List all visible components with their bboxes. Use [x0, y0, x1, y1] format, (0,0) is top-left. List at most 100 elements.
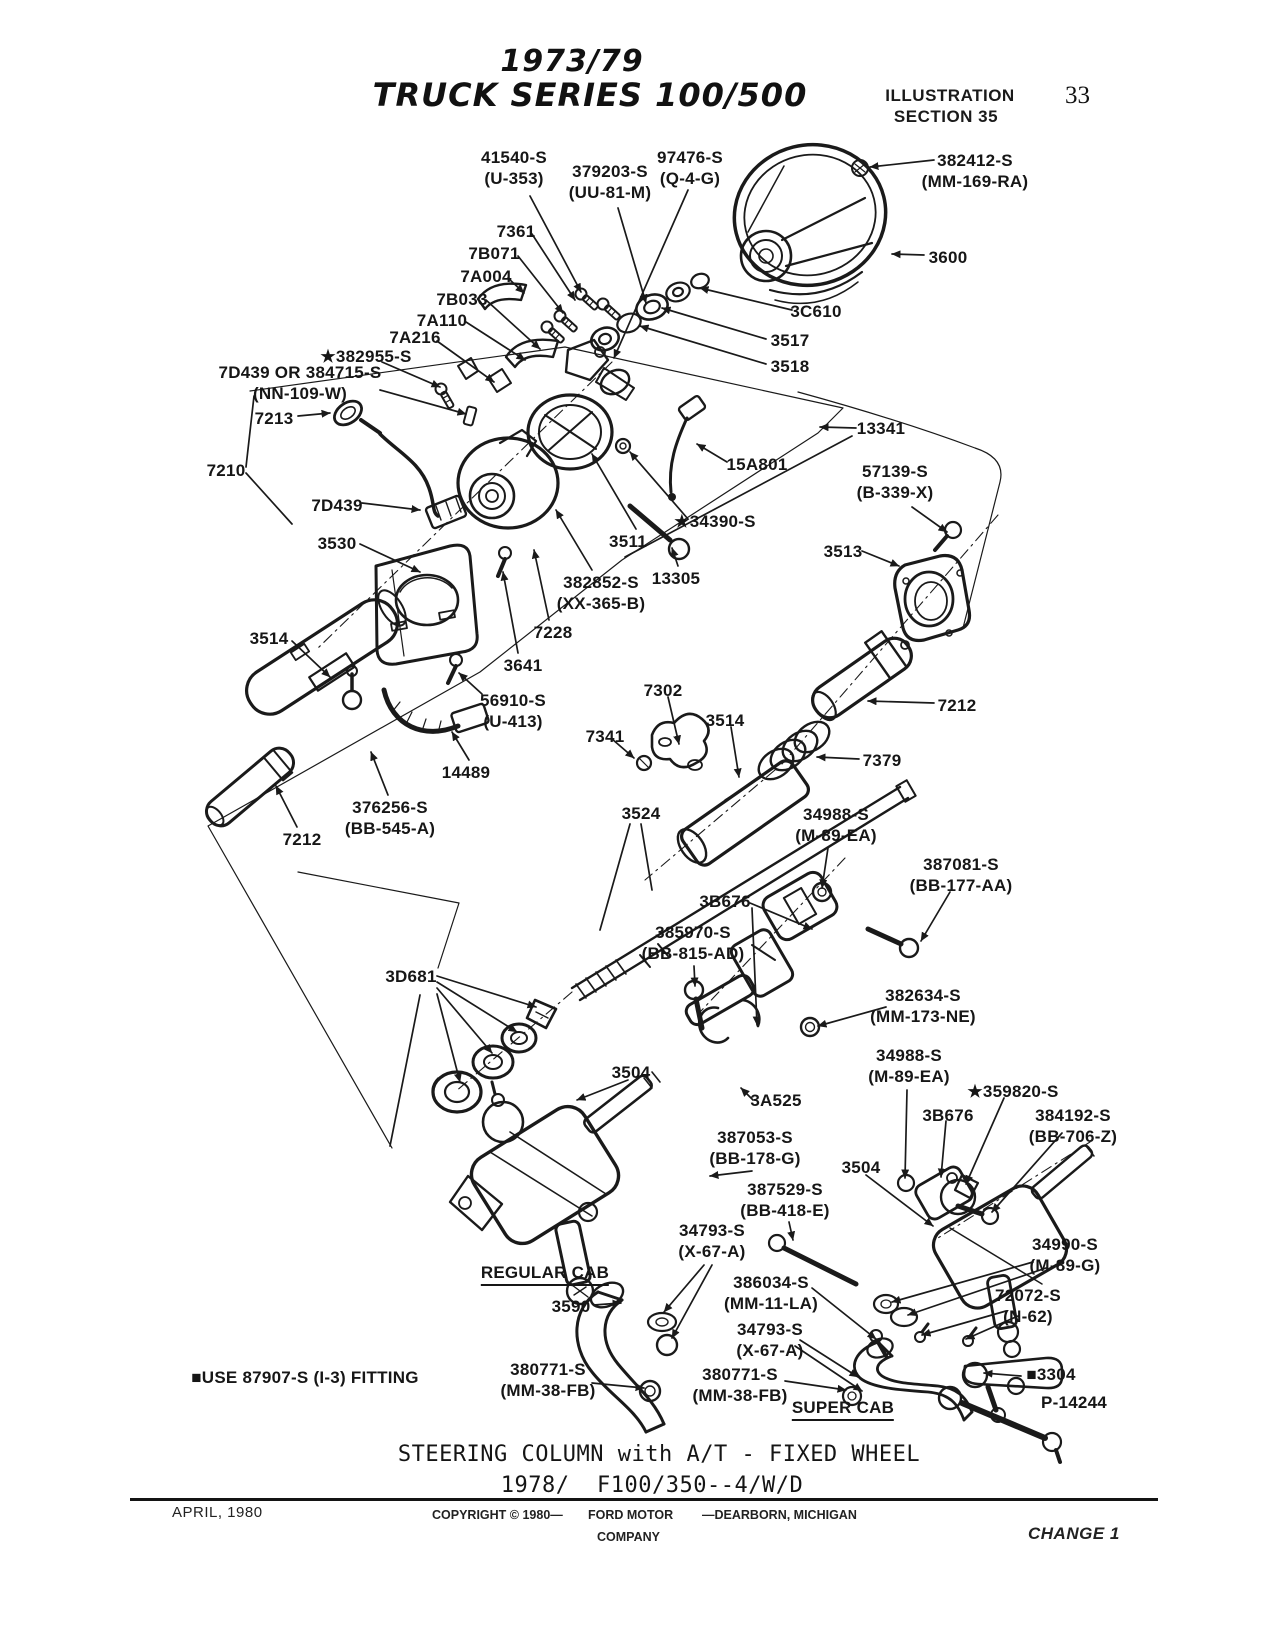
part-number: 7213: [254, 409, 294, 428]
part-label: 7361: [497, 221, 536, 242]
part-label: ■USE 87907-S (I-3) FITTING: [191, 1367, 418, 1388]
part-label: 13305: [652, 568, 701, 589]
column-tubes-left: [204, 589, 490, 828]
part-number: 376256-S: [352, 798, 428, 817]
part-basic-number: (BB-706-Z): [1028, 1127, 1118, 1147]
steering-gear-right: [767, 1144, 1095, 1464]
part-label: 3518: [771, 356, 810, 377]
part-label: 7212: [283, 829, 322, 850]
part-number: 382634-S: [885, 986, 961, 1005]
part-label: 41540-S(U-353): [481, 147, 547, 190]
part-label: 3C610: [790, 301, 841, 322]
part-number: 7302: [643, 681, 683, 700]
part-label: 380771-S(MM-38-FB): [692, 1364, 787, 1407]
part-basic-number: (M-89-EA): [795, 826, 877, 846]
section-label-line2: SECTION 35: [893, 107, 999, 126]
column-housing: [446, 393, 614, 685]
part-number: 7210: [206, 461, 246, 480]
part-number: 3524: [621, 804, 661, 823]
part-basic-number: (M-89-EA): [868, 1067, 950, 1087]
part-label: 376256-S (BB-545-A): [345, 797, 435, 840]
part-label: 3517: [771, 330, 810, 351]
part-number: 385970-S: [655, 923, 731, 942]
part-basic-number: (U-353): [484, 169, 544, 189]
part-label: 387081-S(BB-177-AA): [910, 854, 1013, 897]
part-number: 13305: [651, 569, 701, 588]
part-number: 7B033: [436, 290, 488, 309]
part-label: 3504: [612, 1062, 651, 1083]
part-label: 15A801: [726, 454, 787, 475]
part-number: 7B071: [468, 244, 520, 263]
part-number: 7361: [496, 222, 536, 241]
part-number: 3600: [928, 248, 968, 267]
part-label: 3590: [552, 1296, 591, 1317]
part-label: 384192-S (BB-706-Z): [1029, 1105, 1117, 1148]
part-number: 3504: [611, 1063, 651, 1082]
part-number: 384192-S: [1035, 1106, 1111, 1125]
part-number: 97476-S: [656, 148, 724, 167]
part-number: 56910-S: [479, 691, 547, 710]
part-number: ★382955-S: [320, 347, 412, 366]
footer-date: APRIL, 1980: [172, 1504, 263, 1521]
part-basic-number: (MM-169-RA): [921, 172, 1029, 192]
part-number: 379203-S: [572, 162, 648, 181]
part-label: 3514: [250, 628, 289, 649]
part-label: 387053-S (BB-178-G): [709, 1127, 800, 1170]
part-number: 3A525: [750, 1091, 802, 1110]
part-label: 13341: [857, 418, 906, 439]
footer-company-line2: COMPANY: [597, 1530, 660, 1544]
part-number: SUPER CAB: [791, 1398, 895, 1417]
part-label: 34793-S(X-67-A): [736, 1319, 803, 1362]
part-label: 7B033: [436, 289, 487, 310]
shift-tube-group: [635, 630, 913, 867]
part-number: 387529-S: [747, 1180, 823, 1199]
ignition-lock: [564, 338, 635, 401]
part-label: 56910-S (U-413): [480, 690, 546, 733]
part-number: 387053-S: [717, 1128, 793, 1147]
steering-wheel: [732, 142, 888, 305]
part-number: 3514: [705, 711, 745, 730]
part-number: 3513: [823, 542, 863, 561]
part-number: 382852-S: [563, 573, 639, 592]
part-label: P-14244: [1041, 1392, 1107, 1413]
part-label: 34793-S(X-67-A): [678, 1220, 745, 1263]
part-number: 3C610: [790, 302, 842, 321]
part-basic-number: (BB-178-G): [709, 1149, 801, 1169]
part-basic-number: (M-89-G): [1029, 1256, 1101, 1276]
part-label: 3B676: [922, 1105, 973, 1126]
part-basic-number: (X-67-A): [736, 1341, 804, 1361]
figure-caption-line2: 1978/ F100/350--4/W/D: [500, 1473, 804, 1498]
part-number: P-14244: [1040, 1393, 1108, 1412]
part-number: ★359820-S: [967, 1082, 1059, 1101]
page-title-line1: 1973/79: [500, 44, 644, 79]
part-number: 3B676: [699, 892, 751, 911]
part-label: REGULAR CAB: [480, 1262, 610, 1287]
part-number: 7D439: [311, 496, 363, 515]
part-basic-number: (BB-545-A): [344, 819, 436, 839]
part-basic-number: (NN-109-W): [252, 384, 348, 404]
part-number: ■3304: [1026, 1365, 1076, 1384]
part-label: 3B676: [699, 891, 750, 912]
toe-plate: [374, 543, 479, 666]
part-label: 380771-S(MM-38-FB): [500, 1359, 595, 1402]
part-label: 379203-S(UU-81-M): [569, 161, 652, 204]
page-number: 33: [1065, 82, 1090, 109]
part-basic-number: (MM-11-LA): [723, 1294, 819, 1314]
part-number: 7D439 OR 384715-S: [218, 363, 382, 382]
part-number: 3590: [551, 1297, 591, 1316]
part-basic-number: (XX-365-B): [556, 594, 646, 614]
footer-rule: [130, 1498, 1158, 1501]
part-basic-number: (U-413): [483, 712, 543, 732]
part-number: 7A216: [389, 328, 441, 347]
part-number: ■USE 87907-S (I-3) FITTING: [191, 1368, 419, 1387]
part-label: 57139-S(B-339-X): [857, 461, 934, 504]
part-basic-number: (B-339-X): [856, 483, 934, 503]
part-label: 7213: [255, 408, 294, 429]
part-number: 3530: [317, 534, 357, 553]
steering-gear-left: [448, 1071, 679, 1434]
part-number: 34988-S: [802, 805, 870, 824]
part-number: 387081-S: [923, 855, 999, 874]
part-label: ■3304: [1026, 1364, 1075, 1385]
footer-company-line1: FORD MOTOR: [588, 1508, 674, 1522]
